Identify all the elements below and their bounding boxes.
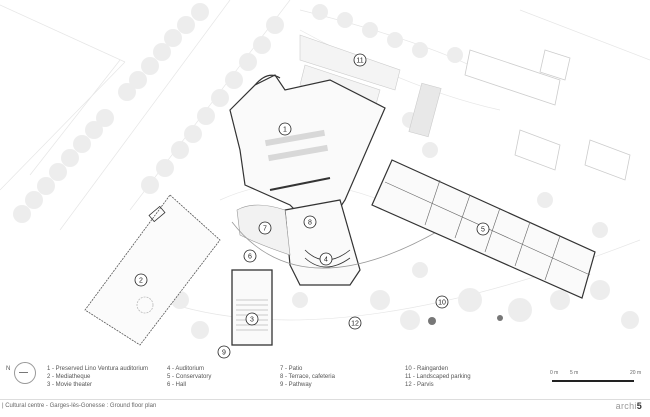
plan-marker-9: 9 [217, 345, 231, 359]
legend-item: 8 - Terrace, cafeteria [280, 374, 335, 380]
svg-text:2: 2 [139, 278, 143, 285]
brand-logo: archi5 [616, 401, 642, 411]
svg-text:6: 6 [248, 254, 252, 261]
legend-item: 2 - Mediatheque [47, 374, 91, 380]
legend-item: 9 - Pathway [280, 382, 312, 388]
legend-column-1: 1 - Preserved Lino Ventura auditorium 2 … [47, 365, 148, 389]
legend-item: 10 - Raingarden [405, 366, 449, 372]
plan-marker-10: 10 [435, 295, 449, 309]
scale-tick-20: 20 m [630, 370, 642, 376]
building-auditorium-1 [229, 74, 386, 216]
figure-caption: | Cultural centre - Garges-lès-Gonesse :… [2, 403, 157, 409]
north-arrow-icon [14, 362, 36, 384]
tree-canopies [13, 3, 639, 339]
svg-text:3: 3 [250, 317, 254, 324]
plan-marker-12: 12 [348, 316, 362, 330]
svg-text:5: 5 [481, 227, 485, 234]
legend-item: 7 - Patio [280, 366, 303, 372]
legend-item: 4 - Auditorium [167, 366, 205, 372]
svg-text:11: 11 [356, 58, 363, 65]
plan-marker-4: 4 [319, 252, 333, 266]
legend: 1 - Preserved Lino Ventura auditorium 2 … [0, 365, 650, 397]
svg-text:1: 1 [283, 127, 287, 134]
plan-marker-7: 7 [258, 221, 272, 235]
building-mediatheque-2 [84, 194, 221, 346]
legend-item: 1 - Preserved Lino Ventura auditorium [47, 366, 149, 372]
brand-prefix: archi [615, 401, 637, 411]
pathway-arc [231, 221, 441, 269]
legend-item: 12 - Parvis [405, 382, 434, 388]
scale-tick-5: 5 m [570, 370, 579, 376]
legend-column-2: 4 - Auditorium 5 - Conservatory 6 - Hall [167, 365, 211, 389]
existing-buildings [464, 49, 631, 181]
building-auditorium-4 [284, 199, 361, 286]
building-movie-theater-3 [231, 269, 273, 346]
svg-text:8: 8 [308, 220, 312, 227]
svg-text:12: 12 [351, 321, 359, 328]
plan-marker-11: 11 [353, 53, 367, 67]
plan-marker-6: 6 [243, 249, 257, 263]
plan-marker-3: 3 [245, 312, 259, 326]
scale-bar: 0 m 5 m 20 m [550, 370, 650, 390]
svg-text:4: 4 [324, 257, 328, 264]
plan-marker-5: 5 [476, 222, 490, 236]
legend-item: 6 - Hall [167, 382, 187, 388]
legend-item: 3 - Movie theater [47, 382, 93, 388]
north-label: N [6, 366, 11, 372]
raingarden-stones [428, 315, 503, 325]
scale-line [552, 380, 634, 382]
scale-tick-0: 0 m [550, 370, 559, 376]
legend-item: 11 - Landscaped parking [405, 374, 471, 380]
plan-marker-1: 1 [278, 122, 292, 136]
legend-column-3: 7 - Patio 8 - Terrace, cafeteria 9 - Pat… [280, 365, 335, 389]
plan-marker-2: 2 [134, 273, 148, 287]
svg-text:7: 7 [263, 226, 267, 233]
legend-column-4: 10 - Raingarden 11 - Landscaped parking … [405, 365, 471, 389]
legend-item: 5 - Conservatory [167, 374, 212, 380]
plan-marker-8: 8 [303, 215, 317, 229]
svg-text:10: 10 [438, 300, 446, 307]
svg-text:9: 9 [222, 350, 226, 357]
divider [0, 399, 650, 400]
brand-suffix: 5 [636, 401, 642, 411]
